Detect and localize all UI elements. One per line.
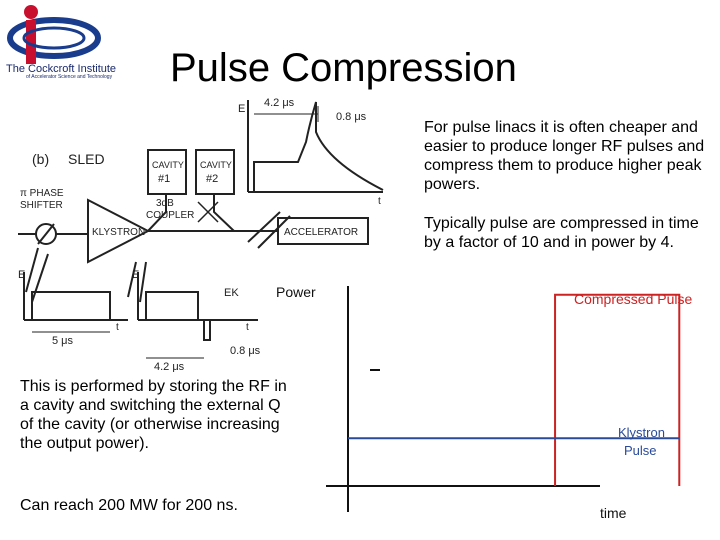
left-waveform [31, 291, 111, 320]
slide-title: Pulse Compression [170, 46, 517, 90]
x-axis-label: time [600, 505, 627, 521]
cavity2-label: CAVITY [200, 160, 232, 170]
sled-diagram: (b) SLED CAVITY #1 CAVITY #2 3dB COUPLER… [18, 97, 384, 372]
legend-klystron-2: Pulse [624, 443, 657, 458]
accelerator-label: ACCELERATOR [284, 227, 358, 238]
phase-label-1: π PHASE [20, 188, 64, 199]
klystron-shape [87, 198, 151, 264]
coupler-label-2: COUPLER [146, 210, 194, 221]
paragraph-cheaper: For pulse linacs it is often cheaper and… [424, 119, 705, 193]
mid-ek-label: EK [224, 287, 239, 299]
legend-klystron-1: Klystron [618, 425, 665, 440]
paragraph-cavity: This is performed by storing the RF in a… [20, 378, 287, 452]
top-t-label: t [378, 196, 381, 207]
left-5us-label: 5 μs [52, 335, 74, 347]
series-line-0 [554, 293, 681, 486]
institute-logo [4, 4, 144, 84]
mid-08-label: 0.8 μs [230, 345, 261, 357]
label-sled: SLED [68, 151, 105, 167]
pulse-chart: Power time Compressed Pulse Klystron Pul… [276, 284, 692, 521]
mid-42-label: 4.2 μs [154, 361, 185, 372]
cavity-2-box [195, 149, 235, 195]
top-08-label: 0.8 μs [336, 111, 367, 123]
klystron-label: KLYSTRON [92, 227, 145, 238]
left-t-label: t [116, 322, 119, 333]
legend-compressed: Compressed Pulse [574, 291, 692, 307]
paragraph-200mw: Can reach 200 MW for 200 ns. [20, 497, 238, 514]
logo-tagline: of Accelerator Science and Technology [26, 74, 113, 80]
mid-waveform [145, 291, 211, 341]
paragraph-factor: Typically pulse are compressed in time b… [424, 215, 699, 251]
label-b: (b) [32, 151, 49, 167]
series-layer [348, 293, 681, 486]
phase-label-2: SHIFTER [20, 200, 63, 211]
cavity-1-box [147, 149, 187, 195]
cavity1-number: #1 [158, 173, 170, 185]
top-e-label: E [238, 103, 245, 115]
mid-t-label: t [246, 322, 249, 333]
left-e-label: E [18, 269, 25, 281]
cavity2-number: #2 [206, 173, 218, 185]
top-waveform [253, 101, 384, 192]
top-42-label: 4.2 μs [264, 97, 295, 109]
cavity1-label: CAVITY [152, 160, 184, 170]
logo-emblem-icon [7, 5, 101, 64]
y-axis-label: Power [276, 284, 316, 300]
mid-e-label: E [132, 269, 139, 281]
coupler-label-1: 3dB [156, 198, 174, 209]
logo-name: The Cockcroft Institute [6, 63, 117, 75]
